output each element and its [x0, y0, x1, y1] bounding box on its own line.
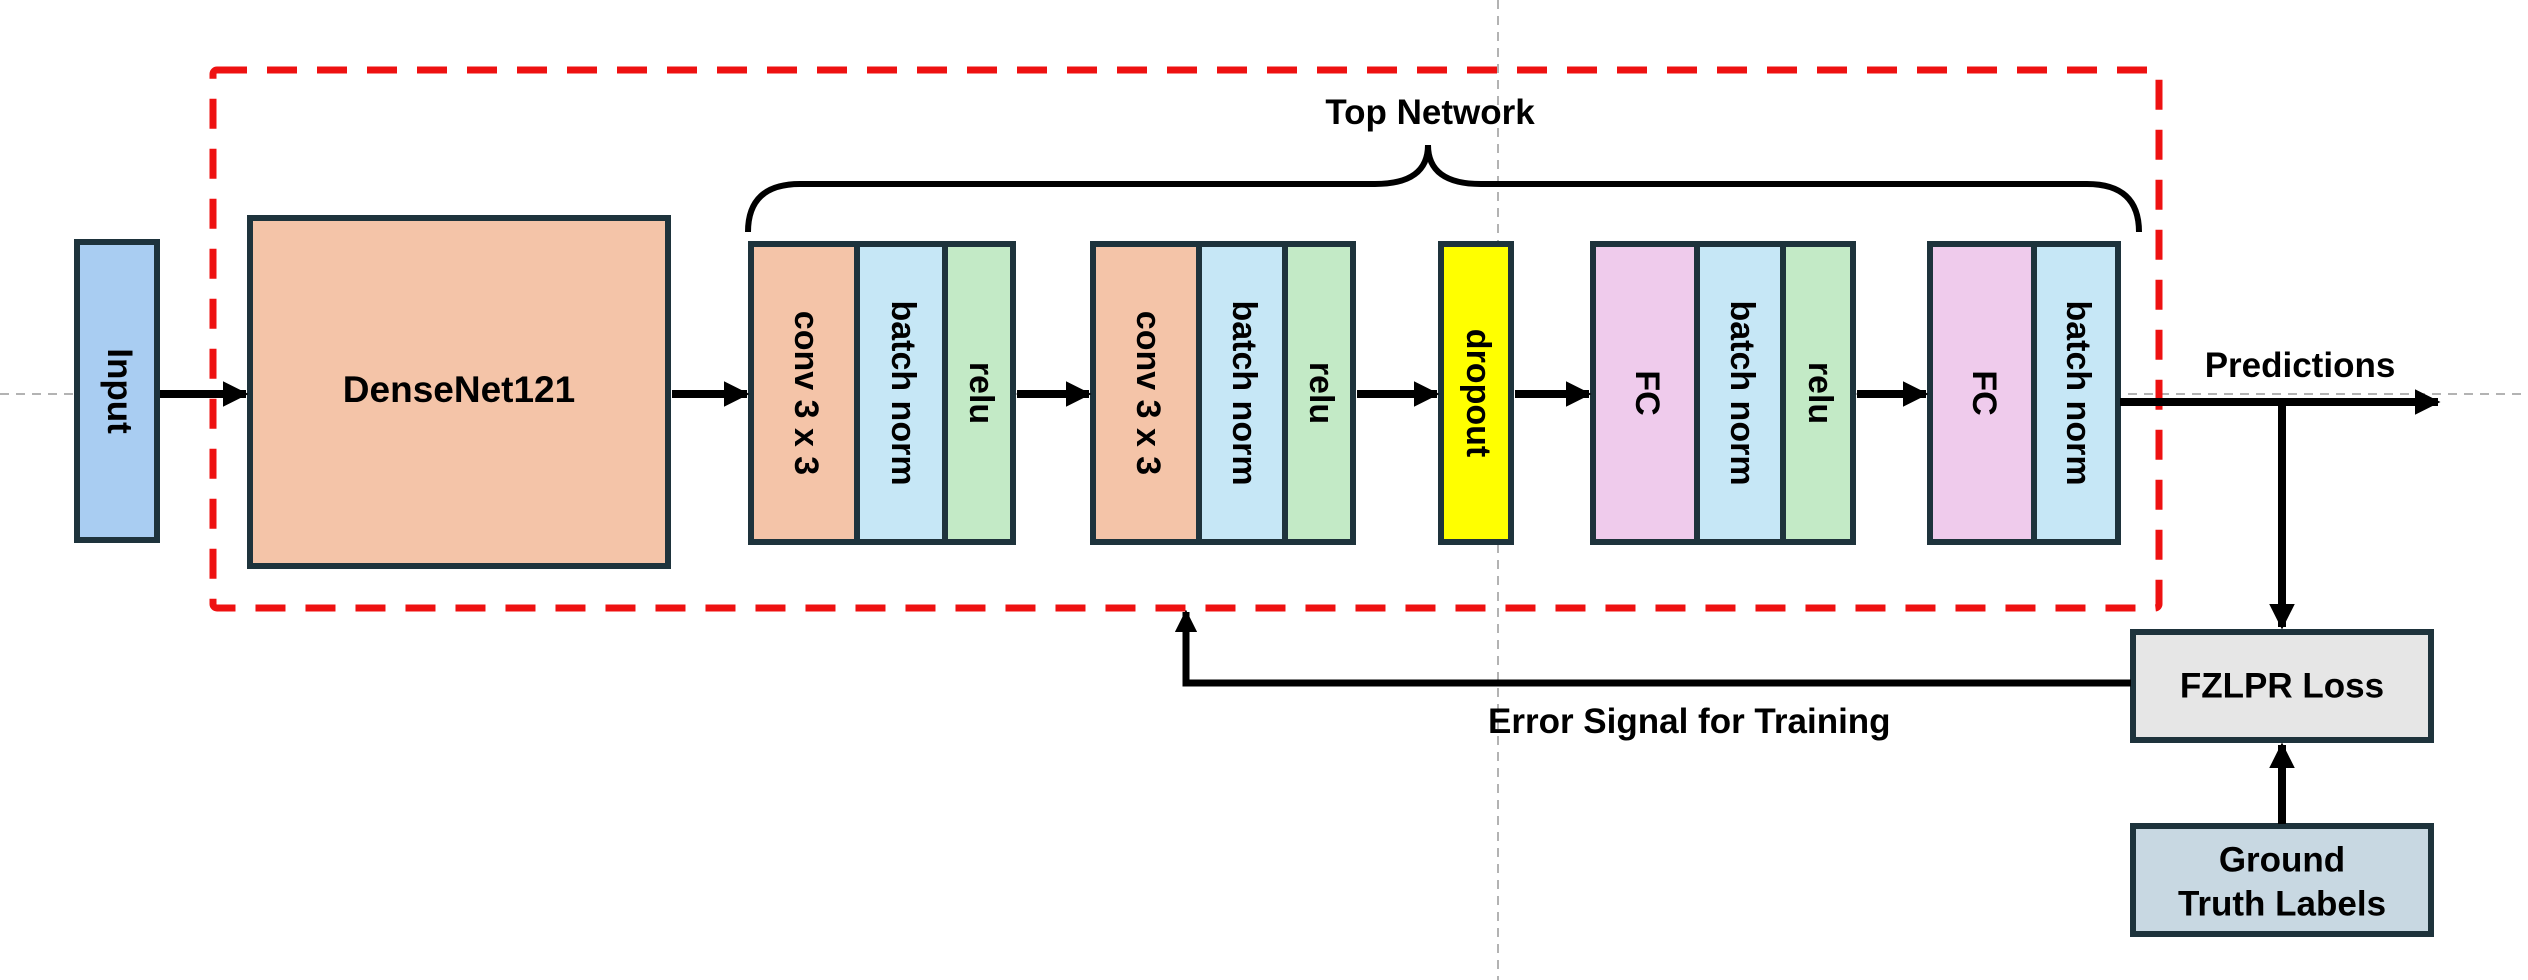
ground-truth-label-line2: Truth Labels [2178, 884, 2386, 923]
batch-norm-layer-2-label: batch norm [1225, 300, 1263, 485]
dropout-layer-label: dropout [1459, 329, 1497, 457]
dropout-layer [1438, 241, 1514, 545]
relu-layer-1-label: relu [962, 362, 1000, 424]
ground-truth-block [2130, 823, 2434, 937]
fc-layer-1 [1590, 241, 1700, 545]
fc-layer-1-label: FC [1628, 370, 1666, 415]
batch-norm-layer-1 [854, 241, 948, 545]
conv-layer-2-label: conv 3 x 3 [1129, 311, 1167, 475]
top-network-brace [745, 144, 2142, 233]
relu-layer-3 [1780, 241, 1856, 545]
relu-layer-2-label: relu [1302, 362, 1340, 424]
input-label: Input [100, 348, 139, 434]
predictions-label: Predictions [2205, 346, 2396, 385]
model-boundary-box [209, 66, 2163, 612]
relu-layer-3-label: relu [1801, 362, 1839, 424]
batch-norm-layer-4 [2031, 241, 2121, 545]
loss-block [2130, 629, 2434, 743]
arrow-error-signal-feedback [1174, 609, 2131, 687]
densenet-label: DenseNet121 [343, 369, 575, 410]
conv-layer-1 [748, 241, 860, 545]
batch-norm-layer-4-label: batch norm [2059, 300, 2097, 485]
batch-norm-layer-1-label: batch norm [884, 300, 922, 485]
ground-truth-label-line1: Ground [2219, 840, 2345, 879]
input-block [74, 239, 160, 543]
batch-norm-layer-3 [1694, 241, 1786, 545]
fc-layer-2-label: FC [1965, 370, 2003, 415]
relu-layer-1 [942, 241, 1016, 545]
top-network-label: Top Network [1325, 93, 1535, 132]
relu-layer-2 [1282, 241, 1356, 545]
densenet-block [247, 215, 671, 569]
conv-layer-2 [1090, 241, 1202, 545]
conv-layer-1-label: conv 3 x 3 [787, 311, 825, 475]
error-signal-label: Error Signal for Training [1488, 702, 1891, 741]
loss-label: FZLPR Loss [2180, 666, 2384, 705]
batch-norm-layer-3-label: batch norm [1723, 300, 1761, 485]
batch-norm-layer-2 [1196, 241, 1288, 545]
